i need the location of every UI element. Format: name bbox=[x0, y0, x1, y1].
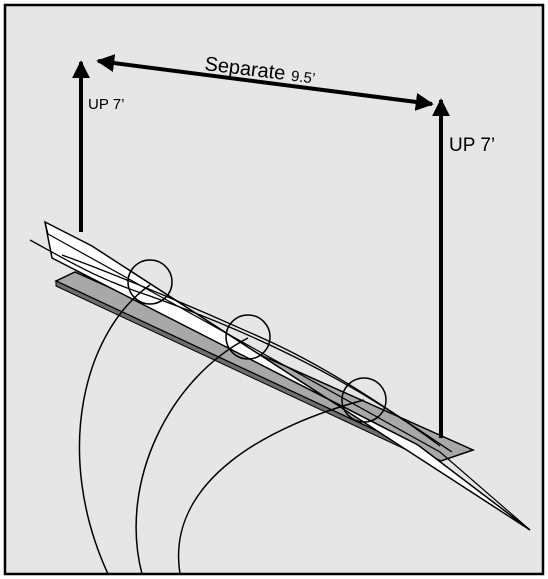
separate-arrow bbox=[96, 54, 434, 111]
hanging-line-2 bbox=[135, 337, 249, 575]
panel-string-1 bbox=[29, 239, 441, 447]
hanging-line-3 bbox=[177, 399, 365, 575]
upper-panel-fold bbox=[44, 221, 531, 531]
hanging-line-1 bbox=[78, 284, 151, 575]
up-label-left: UP 7’ bbox=[88, 96, 124, 113]
panel-string-2 bbox=[61, 254, 453, 453]
up-label-right: UP 7’ bbox=[449, 135, 495, 156]
ring-2 bbox=[225, 314, 271, 360]
ring-1 bbox=[127, 259, 173, 305]
ring-3 bbox=[341, 377, 387, 423]
